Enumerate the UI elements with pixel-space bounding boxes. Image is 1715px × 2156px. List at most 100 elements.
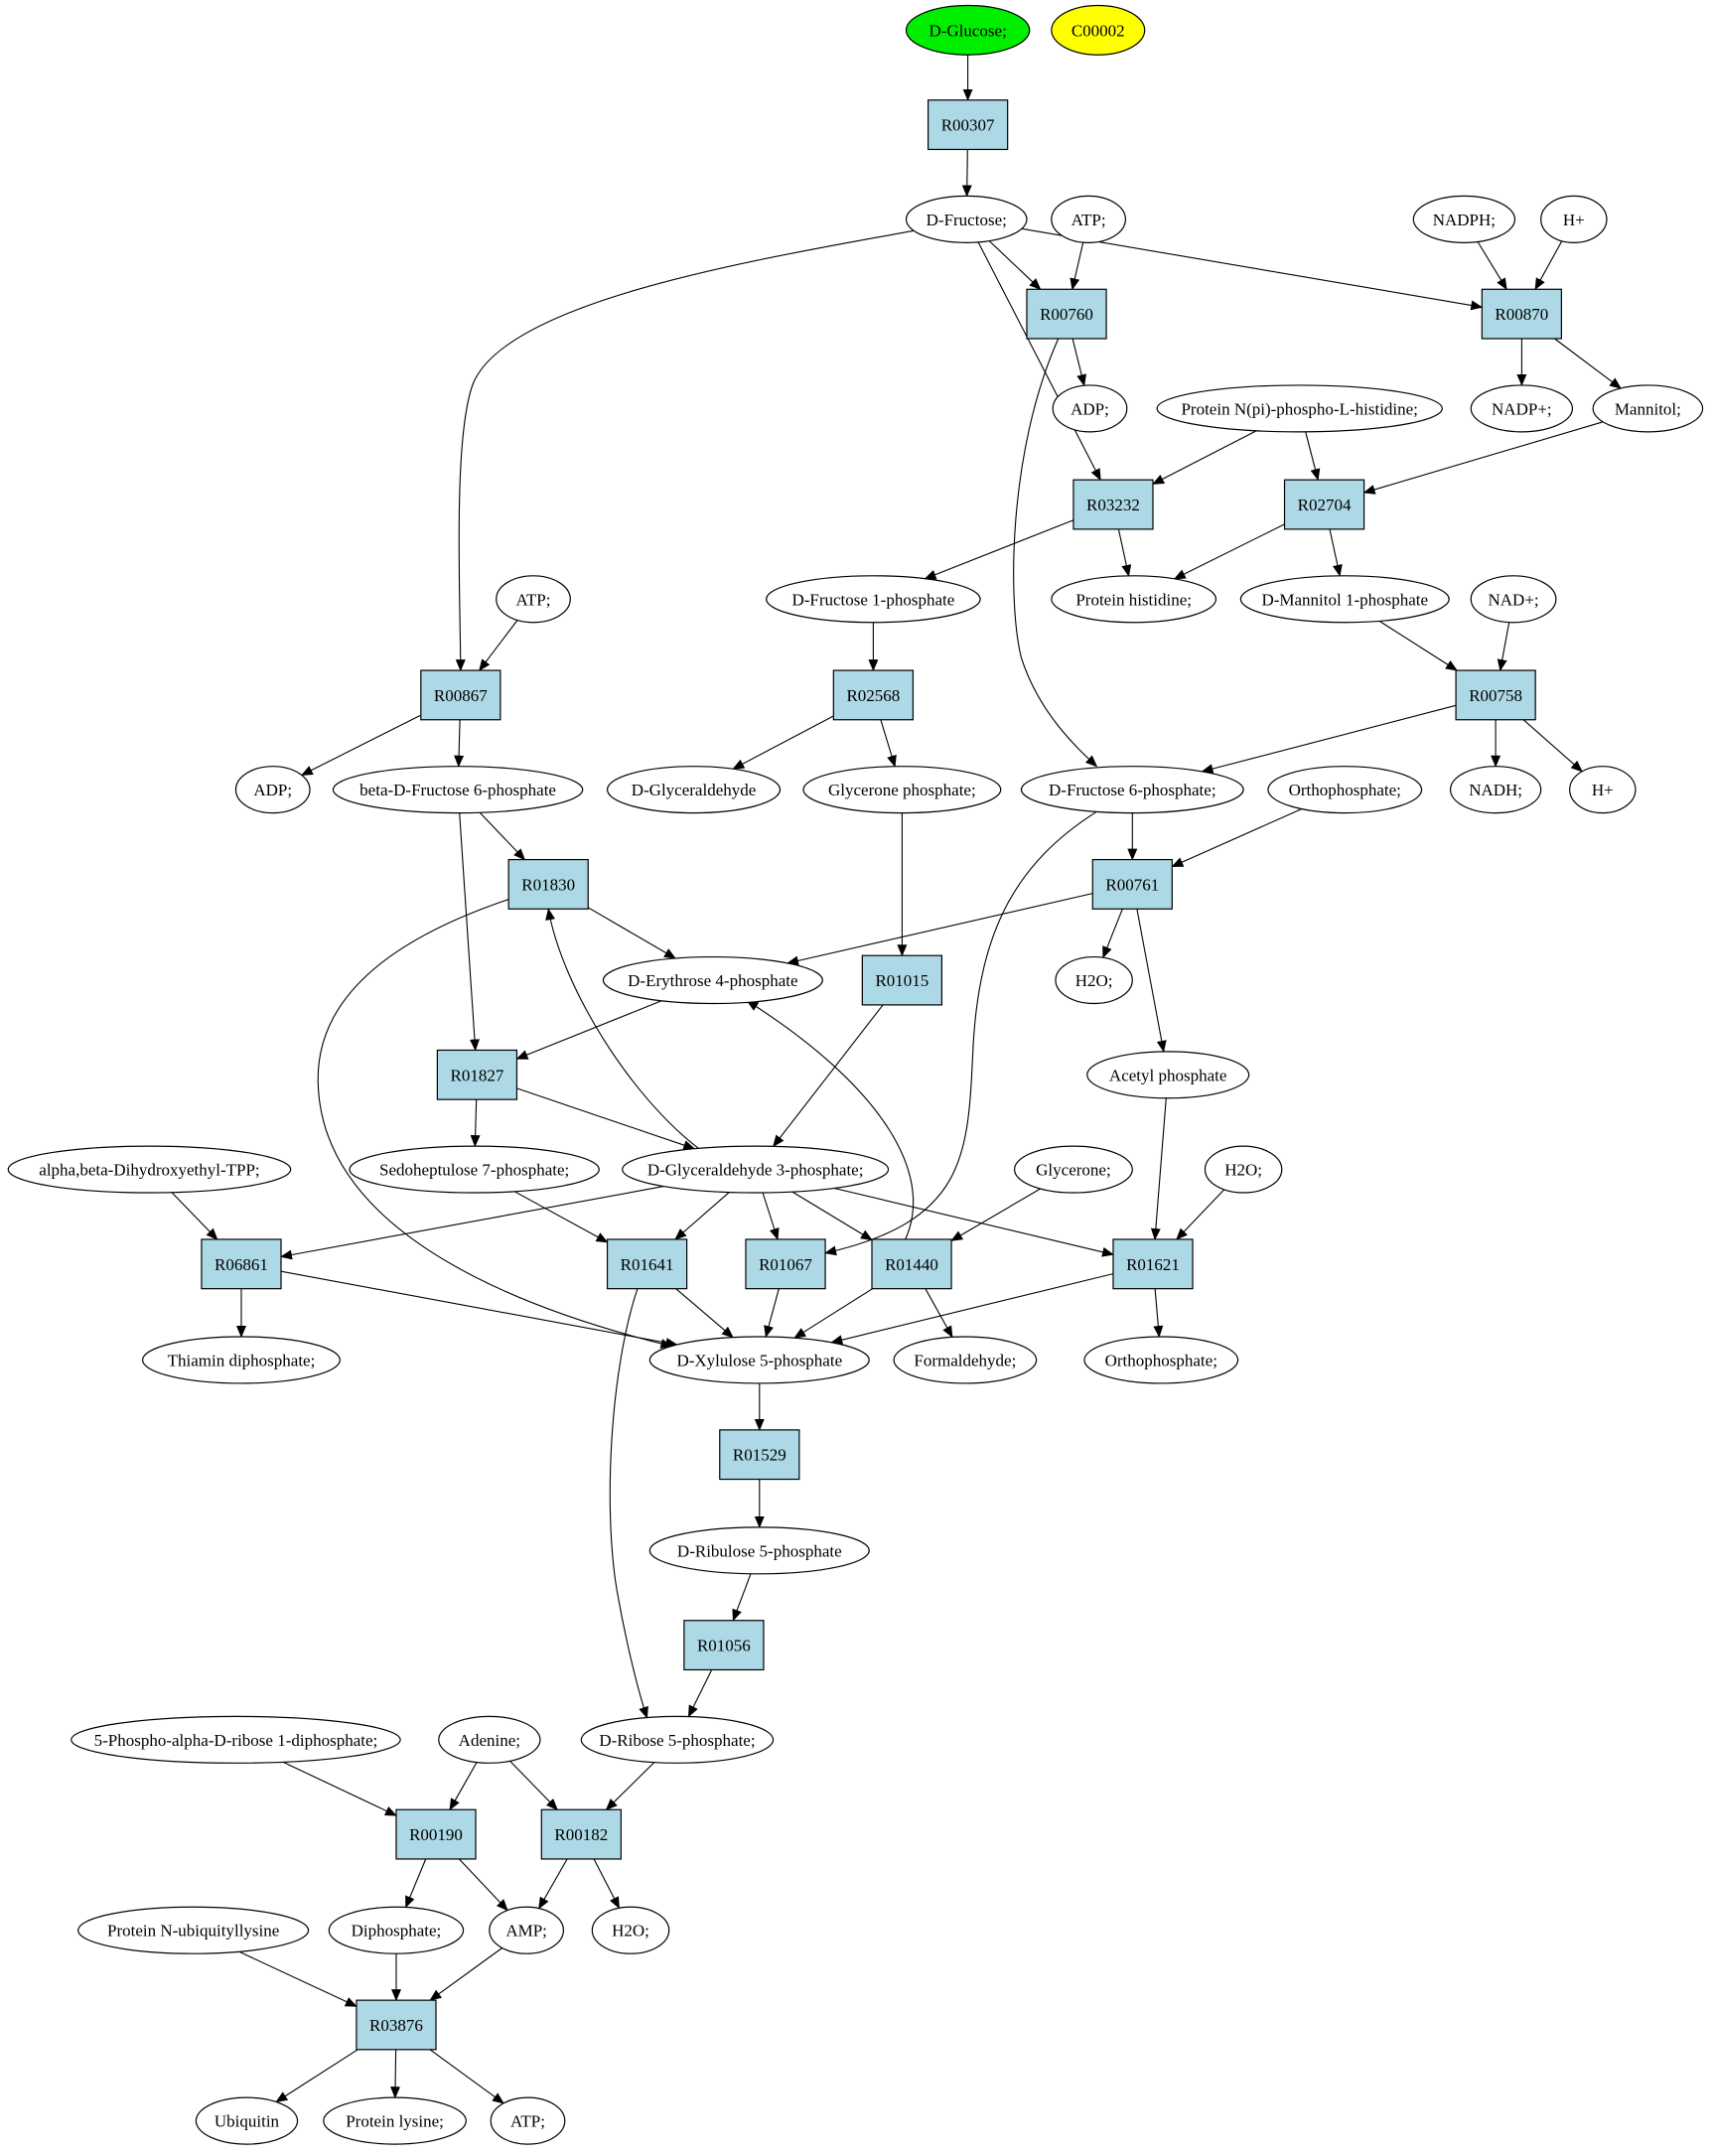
edge-r01067-to-e4p — [746, 1000, 915, 1254]
compound-ellipse — [1239, 575, 1450, 624]
compound-node-ubiquitin[interactable]: Ubiquitin — [195, 2096, 299, 2145]
compound-node-tpp[interactable]: alpha,beta-Dihydroxyethyl-TPP; — [7, 1145, 292, 1194]
compound-node-diphosphate[interactable]: Diphosphate; — [328, 1906, 465, 1954]
compound-node-glyceraldehyde[interactable]: D-Glyceraldehyde — [606, 766, 782, 814]
edge-r00758-to-hplus2 — [1522, 719, 1583, 773]
compound-node-fru6p[interactable]: D-Fructose 6-phosphate; — [1020, 766, 1244, 814]
compound-node-glycerone_p[interactable]: Glycerone phosphate; — [802, 766, 1002, 814]
reaction-node-r01641[interactable]: R01641 — [606, 1238, 688, 1290]
node-label: NAD+; — [1488, 590, 1538, 609]
compound-node-formaldehyde[interactable]: Formaldehyde; — [893, 1336, 1038, 1384]
reaction-node-r01830[interactable]: R01830 — [507, 858, 589, 910]
compound-node-s7p[interactable]: Sedoheptulose 7-phosphate; — [349, 1145, 600, 1194]
compound-node-xu5p[interactable]: D-Xylulose 5-phosphate — [648, 1336, 870, 1384]
reaction-node-r00758[interactable]: R00758 — [1455, 669, 1536, 721]
reaction-box — [1455, 669, 1536, 721]
compound-node-mannitol1p[interactable]: D-Mannitol 1-phosphate — [1239, 575, 1450, 624]
compound-node-amp[interactable]: AMP; — [489, 1906, 564, 1954]
node-label: AMP; — [505, 1922, 547, 1940]
compound-node-nadh[interactable]: NADH; — [1449, 766, 1542, 814]
compound-node-nadpplus[interactable]: NADP+; — [1470, 384, 1574, 433]
compound-node-mannitol[interactable]: Mannitol; — [1592, 384, 1704, 433]
compound-node-c00002[interactable]: C00002 — [1051, 4, 1146, 56]
compound-node-h2o1[interactable]: H2O; — [1055, 955, 1133, 1005]
compound-node-protein_ubi[interactable]: Protein N-ubiquityllysine — [77, 1906, 310, 1954]
compound-node-atp3[interactable]: ATP; — [490, 2096, 566, 2145]
edge-r00182-to-h2o3 — [593, 1858, 620, 1910]
edge-r02568-to-glycerone_p — [880, 719, 897, 768]
reaction-node-r00190[interactable]: R00190 — [395, 1808, 477, 1860]
compound-node-h2o3[interactable]: H2O; — [591, 1906, 670, 1954]
compound-node-protein_npi[interactable]: Protein N(pi)-phospho-L-histidine; — [1156, 384, 1443, 433]
compound-node-bfru6p[interactable]: beta-D-Fructose 6-phosphate — [332, 766, 584, 814]
compound-node-prpp[interactable]: 5-Phospho-alpha-D-ribose 1-diphosphate; — [71, 1715, 401, 1764]
compound-node-nadph[interactable]: NADPH; — [1412, 195, 1516, 243]
node-label: R01056 — [697, 1637, 751, 1655]
compound-ellipse — [1052, 384, 1128, 433]
compound-node-protein_his[interactable]: Protein histidine; — [1051, 575, 1217, 624]
compound-node-orthophosphate1[interactable]: Orthophosphate; — [1267, 766, 1423, 814]
edge-r01440-to-xu5p — [793, 1288, 873, 1339]
node-label: Glycerone phosphate; — [828, 781, 976, 799]
reaction-node-r00182[interactable]: R00182 — [540, 1808, 622, 1860]
reaction-node-r03232[interactable]: R03232 — [1072, 479, 1154, 530]
reaction-node-r01440[interactable]: R01440 — [871, 1238, 952, 1290]
edge-fructose-to-r00760 — [988, 240, 1042, 290]
reaction-node-r01621[interactable]: R01621 — [1112, 1238, 1194, 1290]
compound-node-fructose1p[interactable]: D-Fructose 1-phosphate — [766, 575, 981, 624]
compound-node-adp2[interactable]: ADP; — [234, 766, 311, 814]
compound-node-r5p[interactable]: D-Ribose 5-phosphate; — [580, 1715, 775, 1764]
node-label: ADP; — [1071, 399, 1109, 418]
reaction-box — [719, 1429, 800, 1481]
compound-node-adenine[interactable]: Adenine; — [438, 1715, 541, 1764]
reaction-node-r00761[interactable]: R00761 — [1091, 858, 1173, 910]
compound-node-fructose[interactable]: D-Fructose; — [905, 195, 1028, 243]
node-label: R00761 — [1105, 875, 1159, 894]
compound-node-ru5p[interactable]: D-Ribulose 5-phosphate — [648, 1526, 870, 1575]
compound-node-atp2[interactable]: ATP; — [496, 575, 571, 624]
reaction-node-r02704[interactable]: R02704 — [1283, 479, 1365, 530]
node-label: D-Ribulose 5-phosphate — [677, 1541, 842, 1560]
reaction-box — [683, 1620, 765, 1671]
compound-ellipse — [489, 1906, 564, 1954]
compound-node-nadplus[interactable]: NAD+; — [1470, 575, 1557, 624]
compound-node-protein_lys[interactable]: Protein lysine; — [323, 2096, 467, 2145]
node-label: H2O; — [612, 1922, 649, 1940]
compound-node-glucose[interactable]: D-Glucose; — [905, 4, 1031, 56]
compound-node-adp1[interactable]: ADP; — [1052, 384, 1128, 433]
compound-node-g3p[interactable]: D-Glyceraldehyde 3-phosphate; — [622, 1145, 890, 1194]
compound-node-hplus2[interactable]: H+ — [1569, 766, 1637, 814]
reaction-node-r03876[interactable]: R03876 — [356, 1999, 437, 2051]
reaction-node-r00867[interactable]: R00867 — [420, 669, 501, 721]
compound-ellipse — [591, 1906, 670, 1954]
compound-node-acetyl_p[interactable]: Acetyl phosphate — [1086, 1051, 1250, 1099]
edge-fructose-to-r00867 — [455, 229, 917, 672]
reaction-node-r02568[interactable]: R02568 — [832, 669, 915, 721]
node-label: H+ — [1592, 781, 1614, 799]
edge-r00761-to-e4p — [786, 893, 1093, 966]
compound-ellipse — [580, 1715, 775, 1764]
compound-node-e4p[interactable]: D-Erythrose 4-phosphate — [602, 955, 823, 1005]
compound-node-h2o2[interactable]: H2O; — [1204, 1145, 1283, 1194]
reaction-box — [201, 1238, 282, 1290]
reaction-node-r00760[interactable]: R00760 — [1026, 288, 1107, 340]
node-label: R00870 — [1495, 305, 1548, 324]
reaction-node-r01015[interactable]: R01015 — [861, 954, 943, 1006]
reaction-node-r01067[interactable]: R01067 — [745, 1238, 826, 1290]
compound-ellipse — [1051, 195, 1126, 243]
compound-node-atp1[interactable]: ATP; — [1051, 195, 1126, 243]
compound-node-thiamin[interactable]: Thiamin diphosphate; — [141, 1336, 341, 1384]
compound-node-hplus1[interactable]: H+ — [1540, 195, 1608, 243]
reaction-node-r01529[interactable]: R01529 — [719, 1429, 800, 1481]
node-label: R01827 — [450, 1066, 503, 1084]
compound-ellipse — [490, 2096, 566, 2145]
node-label: R01529 — [733, 1446, 786, 1465]
compound-ellipse — [1267, 766, 1423, 814]
compound-node-glycerone[interactable]: Glycerone; — [1013, 1145, 1133, 1194]
reaction-node-r06861[interactable]: R06861 — [201, 1238, 282, 1290]
reaction-node-r01827[interactable]: R01827 — [436, 1049, 518, 1100]
reaction-node-r00870[interactable]: R00870 — [1481, 288, 1562, 340]
reaction-node-r01056[interactable]: R01056 — [683, 1620, 765, 1671]
reaction-node-r00307[interactable]: R00307 — [927, 99, 1009, 151]
compound-node-orthophosphate2[interactable]: Orthophosphate; — [1083, 1336, 1239, 1384]
